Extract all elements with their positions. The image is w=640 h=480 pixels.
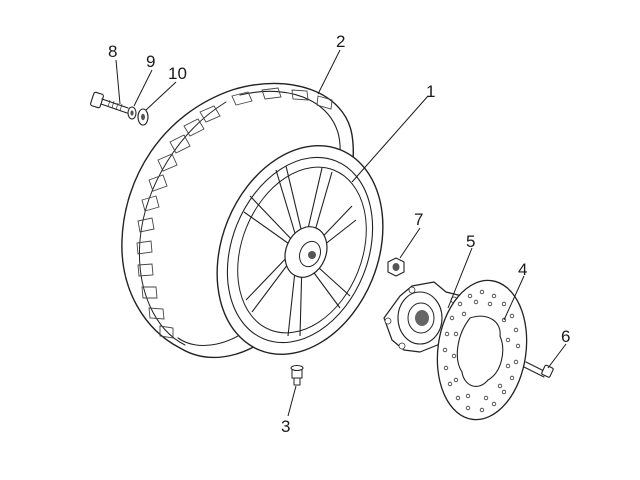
brake-disc xyxy=(436,279,528,421)
callout-9: 9 xyxy=(146,52,155,71)
callout-10: 10 xyxy=(168,64,187,83)
tyre-tread xyxy=(136,87,333,339)
flat-washer xyxy=(137,108,149,126)
hub-nut xyxy=(387,257,405,277)
disc-vent-holes xyxy=(442,289,521,413)
callout-4: 4 xyxy=(518,260,527,279)
callout-8: 8 xyxy=(108,42,117,61)
disc-screw xyxy=(523,361,554,378)
spring-washer xyxy=(127,106,137,120)
callout-labels: 1 2 3 4 5 6 7 8 9 10 xyxy=(108,32,570,436)
callout-2: 2 xyxy=(336,32,345,51)
callout-1: 1 xyxy=(426,82,435,101)
tyre-valve xyxy=(290,365,304,386)
callout-7: 7 xyxy=(414,210,423,229)
axle-bolt xyxy=(90,91,129,114)
callout-5: 5 xyxy=(466,232,475,251)
callout-6: 6 xyxy=(561,327,570,346)
callout-3: 3 xyxy=(281,417,290,436)
wheel-rim xyxy=(216,144,384,356)
leader-lines xyxy=(115,49,567,417)
